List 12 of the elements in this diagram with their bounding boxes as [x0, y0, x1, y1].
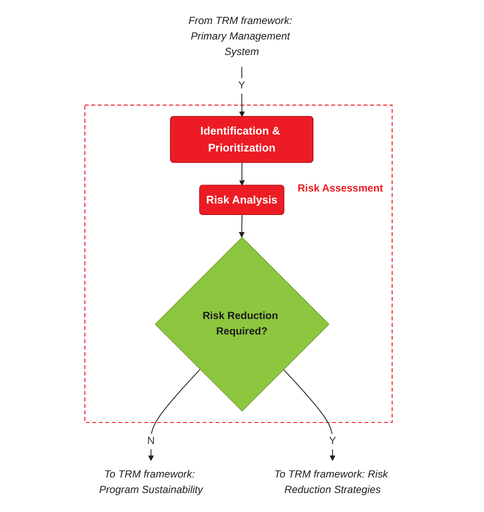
- node-text: To TRM framework: Risk Reduction Strategies: [274, 469, 388, 496]
- arrow: [239, 214, 245, 238]
- edge-label: Y: [238, 80, 246, 92]
- arrow: [239, 162, 246, 186]
- node-diamond: Risk Reduction Required?: [154, 236, 330, 412]
- arrow: [239, 66, 246, 118]
- edge-label: N: [147, 436, 155, 447]
- edge-label: Y: [329, 436, 336, 447]
- arrow: [283, 368, 336, 461]
- arrow: [148, 368, 201, 461]
- node-text: To TRM framework: Program Sustainability: [99, 469, 204, 496]
- node-text: From TRM framework: Primary Management System: [188, 16, 292, 58]
